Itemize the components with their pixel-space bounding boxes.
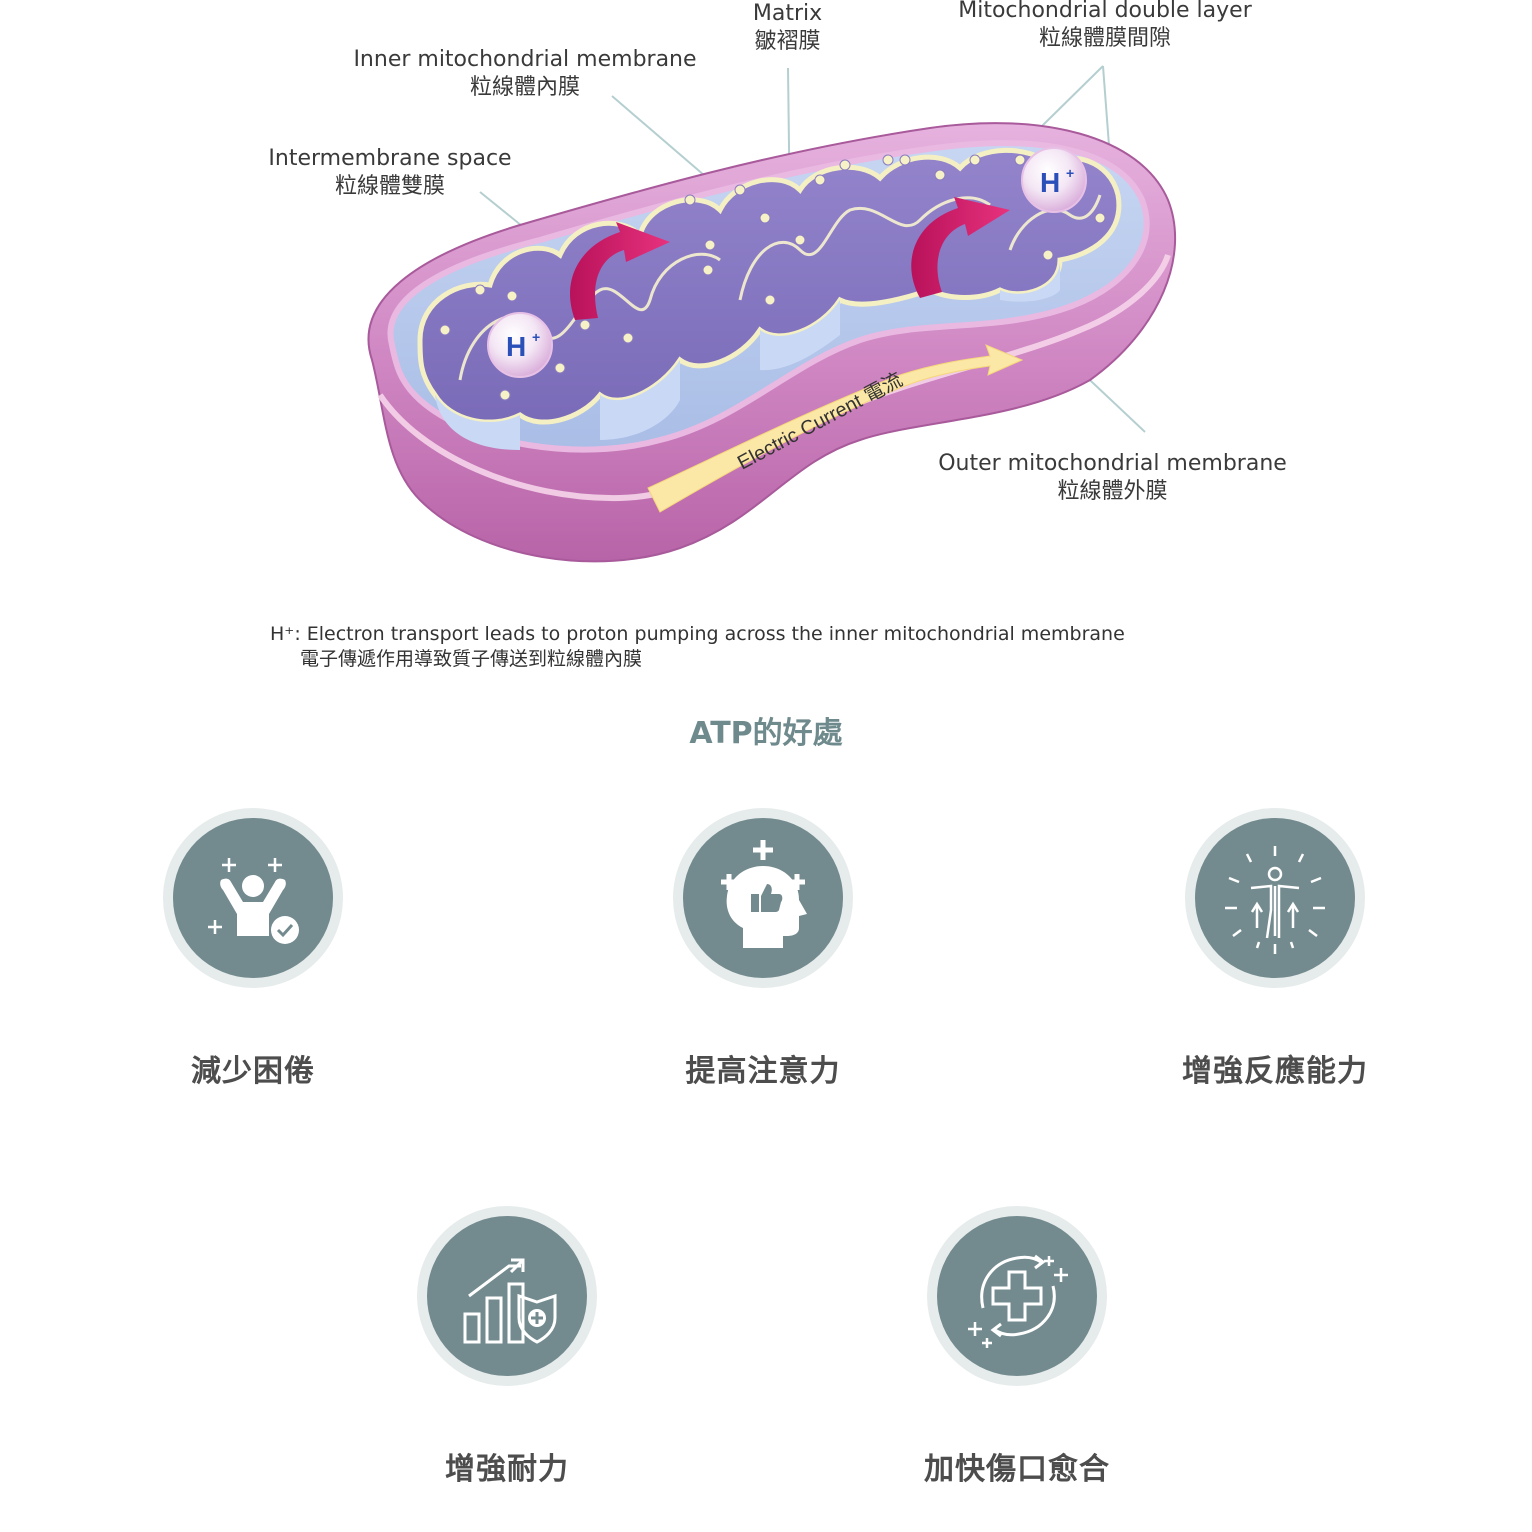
benefit-label: 提高注意力	[685, 1054, 841, 1089]
label-double-layer-en: Mitochondrial double layer	[958, 0, 1252, 23]
proton-ball: H +	[487, 312, 553, 378]
svg-text:H: H	[506, 331, 526, 362]
benefit-label: 增強反應能力	[1182, 1054, 1368, 1089]
label-intermembrane-zh: 粒線體雙膜	[334, 174, 445, 199]
label-outer-membrane-en: Outer mitochondrial membrane	[938, 451, 1287, 476]
svg-text:H: H	[1040, 167, 1060, 198]
footnote: H⁺: Electron transport leads to proton p…	[270, 622, 1125, 672]
label-matrix-zh: 皺褶膜	[754, 29, 821, 54]
benefit-speed-healing: 加快傷口愈合	[887, 1206, 1147, 1488]
proton-ball: H +	[1021, 147, 1087, 213]
proton-pump-arrow	[570, 197, 1010, 320]
radiant-person-arrows-icon	[1225, 846, 1325, 954]
benefit-enhance-reaction: 增強反應能力	[1145, 808, 1405, 1090]
label-matrix: Matrix 皺褶膜	[735, 0, 840, 56]
benefit-label: 增強耐力	[445, 1452, 569, 1487]
label-inner-membrane-zh: 粒線體內膜	[469, 75, 580, 100]
mitochondrion-diagram: Electric Current 電流 H + H +	[367, 65, 1176, 563]
label-intermembrane: Intermembrane space 粒線體雙膜	[265, 145, 515, 201]
label-matrix-en: Matrix	[752, 1, 823, 26]
label-outer-membrane-zh: 粒線體外膜	[1057, 479, 1168, 504]
head-with-thumbs-up-plus-icon	[721, 840, 807, 948]
benefit-label: 減少困倦	[191, 1054, 315, 1089]
bar-chart-shield-icon	[463, 1258, 557, 1344]
label-intermembrane-en: Intermembrane space	[268, 146, 512, 171]
label-double-layer: Mitochondrial double layer 粒線體膜間隙	[955, 0, 1255, 53]
benefit-reduce-fatigue: 減少困倦	[123, 808, 383, 1090]
benefit-label: 加快傷口愈合	[924, 1452, 1110, 1487]
footnote-zh: 電子傳遞作用導致質子傳送到粒線體內膜	[300, 648, 643, 670]
medical-cross-cycle-icon	[968, 1254, 1068, 1348]
benefit-enhance-endurance: 增強耐力	[377, 1206, 637, 1488]
svg-text:+: +	[1066, 165, 1074, 181]
label-inner-membrane-en: Inner mitochondrial membrane	[353, 47, 697, 72]
benefit-improve-focus: 提高注意力	[633, 808, 893, 1090]
svg-text:+: +	[532, 329, 540, 345]
cheering-person-check-icon	[208, 858, 299, 944]
footnote-en: H⁺: Electron transport leads to proton p…	[270, 623, 1125, 645]
label-inner-membrane: Inner mitochondrial membrane 粒線體內膜	[352, 46, 698, 102]
label-outer-membrane: Outer mitochondrial membrane 粒線體外膜	[935, 450, 1290, 506]
label-double-layer-zh: 粒線體膜間隙	[1038, 26, 1171, 51]
section-title: ATP的好處	[689, 716, 843, 751]
